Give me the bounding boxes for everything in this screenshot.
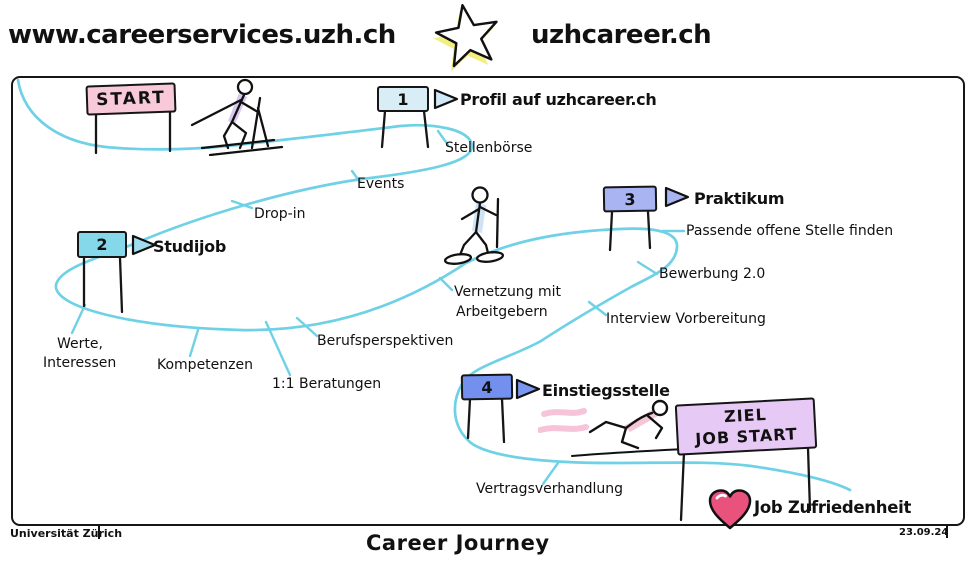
journey-title: Career Journey [366, 531, 550, 555]
milestone-3-flag: 3 [602, 185, 658, 213]
pennant-flag-icon [433, 88, 459, 110]
milestone-4-label: Einstiegsstelle [542, 381, 670, 400]
right-site-url: uzhcareer.ch [531, 20, 712, 50]
label-drop-in: Drop-in [254, 206, 306, 222]
skier-icon [188, 78, 306, 156]
milestone-4-flag: 4 [460, 373, 514, 401]
journey-path [10, 75, 962, 523]
banner-poles [82, 109, 812, 522]
label-vertragsverhandlung: Vertragsverhandlung [476, 481, 624, 497]
footer-divider-left [98, 526, 100, 539]
footer-divider-right [946, 525, 948, 538]
label-passende-stelle: Passende offene Stelle finden [686, 223, 894, 239]
sprinter-icon [538, 398, 708, 460]
label-bewerbung: Bewerbung 2.0 [659, 266, 766, 282]
milestone-2-label: Studijob [153, 237, 227, 256]
milestone-3-label: Praktikum [694, 189, 785, 208]
label-job-zufriedenheit: Job Zufriedenheit [754, 498, 912, 517]
milestone-1-label: Profil auf uzhcareer.ch [460, 90, 657, 109]
milestone-2-flag: 2 [77, 231, 127, 258]
ziel-banner-line2: JOB START [694, 423, 799, 449]
label-berufsperspektiven: Berufsperspektiven [317, 333, 454, 349]
heart-icon [708, 489, 754, 532]
pennant-flag-icon [664, 186, 690, 208]
start-banner: START [85, 82, 177, 116]
label-ticks [70, 129, 686, 486]
footer-date: 23.09.24 [899, 527, 949, 538]
star-icon [417, 1, 521, 73]
ziel-banner: ZIEL JOB START [674, 397, 818, 456]
pennant-flag-icon [131, 234, 157, 256]
pennant-flag-icon [515, 378, 541, 400]
label-werte: Werte, [57, 336, 103, 352]
label-events: Events [357, 176, 405, 192]
label-vernetzung-line2: Arbeitgebern [456, 304, 548, 320]
label-beratungen: 1:1 Beratungen [272, 376, 382, 392]
label-kompetenzen: Kompetenzen [157, 357, 253, 373]
left-site-url: www.careerservices.uzh.ch [8, 20, 396, 50]
label-interview: Interview Vorbereitung [606, 311, 766, 327]
milestone-1-flag: 1 [377, 86, 429, 112]
ziel-banner-line1: ZIEL [723, 404, 768, 426]
route-line [16, 78, 852, 492]
label-vernetzung-line1: Vernetzung mit [454, 284, 562, 300]
snowshoe-walker-icon [440, 185, 535, 270]
footer-organization: Universität Zürich [10, 527, 123, 540]
label-interessen: Interessen [43, 355, 117, 371]
label-stellenboerse: Stellenbörse [445, 140, 533, 156]
